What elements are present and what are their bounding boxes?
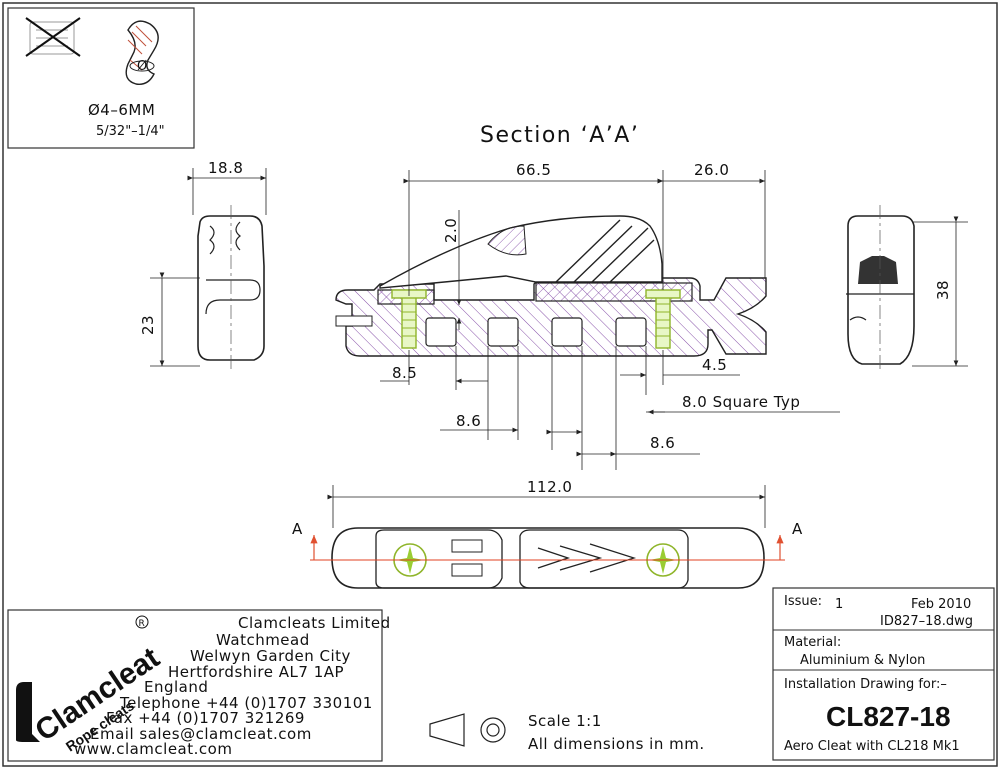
projection-symbol [429,713,506,747]
dim-8-6-right: 8.6 [650,434,675,452]
company-line3: Hertfordshire AL7 1AP [168,663,344,681]
issue-date: Feb 2010 [911,597,971,612]
rope-icon: Ø [125,20,159,85]
company-telephone: Telephone +44 (0)1707 330101 [119,694,373,712]
dim-23: 23 [139,315,157,335]
dim-66-5: 66.5 [516,161,551,179]
issue-value: 1 [835,597,843,612]
section-a-a-view: 66.5 26.0 2.0 8.5 4.5 8.6 8.0 Square Typ [335,161,840,470]
company-line1: Watchmead [216,631,310,649]
dim-2-0: 2.0 [442,218,460,243]
plan-view: 112.0 A A [292,478,803,589]
left-end-view: 18.8 23 [139,159,267,370]
company-email: Email sales@clamcleat.com [90,725,312,743]
company-web: www.clamcleat.com [74,740,232,758]
dim-26-0: 26.0 [694,161,729,179]
dim-112-0: 112.0 [527,478,572,496]
section-mark-left: A [292,520,303,538]
company-line4: England [144,678,208,696]
rope-diameter-in: 5/32"–1/4" [96,124,165,139]
dim-18-8: 18.8 [208,159,243,177]
install-label: Installation Drawing for:– [784,677,947,692]
rope-spec-box: Ø Ø4–6MM 5/32"–1/4" [7,7,195,149]
company-box: Clamcleats Limited Watchmead Welwyn Gard… [7,609,391,762]
units-note: All dimensions in mm. [528,735,705,753]
section-mark-right: A [792,520,803,538]
part-number: CL827-18 [826,701,951,732]
section-title: Section ‘A’A’ [480,123,639,148]
title-block: Issue: 1 Feb 2010 ID827–18.dwg Material:… [772,587,995,761]
material-value: Aluminium & Nylon [800,653,925,668]
right-end-view: 38 [846,205,968,372]
scale-label: Scale 1:1 [528,712,602,730]
logo-registered: R [139,619,145,629]
dim-8-5: 8.5 [392,364,417,382]
company-name: Clamcleats Limited [238,614,391,632]
screw-right-section [645,289,681,349]
rope-dia-symbol: Ø [137,59,147,74]
drawing-file: ID827–18.dwg [880,614,973,629]
square-note: 8.0 Square Typ [682,393,800,411]
issue-label: Issue: [784,594,822,609]
no-braid-icon [25,17,81,57]
company-line2: Welwyn Garden City [190,647,351,665]
dim-8-6-left: 8.6 [456,412,481,430]
dim-38: 38 [934,280,952,300]
part-description: Aero Cleat with CL218 Mk1 [784,739,960,754]
company-fax: Fax +44 (0)1707 321269 [106,709,305,727]
rope-diameter-mm: Ø4–6MM [88,101,155,119]
material-label: Material: [784,635,841,650]
dim-4-5: 4.5 [702,356,727,374]
square-slots [425,317,647,347]
